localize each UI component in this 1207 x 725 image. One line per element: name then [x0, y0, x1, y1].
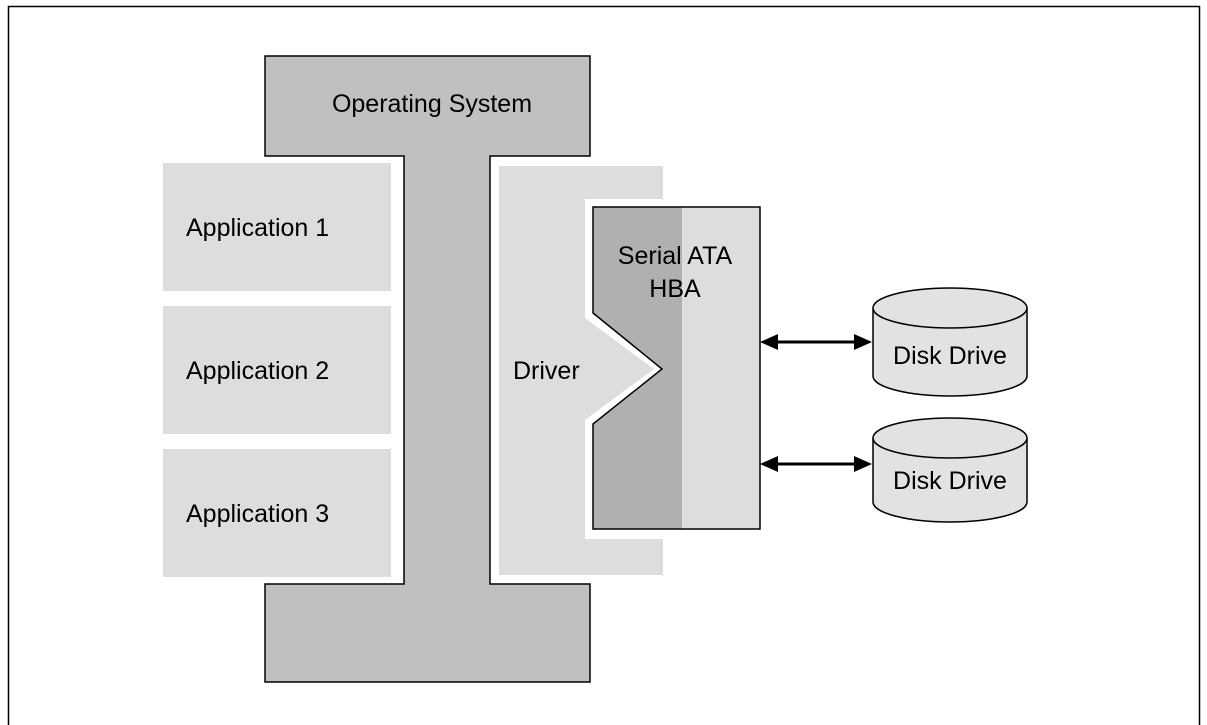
operating-system-label: Operating System: [332, 90, 532, 118]
diagram-frame: [7, 5, 1201, 725]
hba-label-line2: HBA: [649, 275, 701, 303]
application-box-3: Application 3: [163, 449, 391, 577]
application-label-3: Application 3: [186, 500, 329, 528]
disk-drive-1: Disk Drive: [872, 287, 1028, 397]
application-box-2: Application 2: [163, 306, 391, 434]
application-label-2: Application 2: [186, 357, 329, 385]
arrow-hba-disk-2: [760, 456, 872, 472]
operating-system-block: [264, 55, 591, 683]
arrow-hba-disk-1: [760, 334, 872, 350]
disk-drive-label-1: Disk Drive: [893, 342, 1007, 370]
disk-drive-label-2: Disk Drive: [893, 467, 1007, 495]
application-label-1: Application 1: [186, 214, 329, 242]
hba-label-line1: Serial ATA: [618, 242, 733, 270]
hba-block: Serial ATA HBA: [592, 206, 761, 530]
disk-drive-2: Disk Drive: [872, 417, 1028, 523]
application-box-1: Application 1: [163, 163, 391, 291]
driver-label: Driver: [513, 357, 580, 385]
